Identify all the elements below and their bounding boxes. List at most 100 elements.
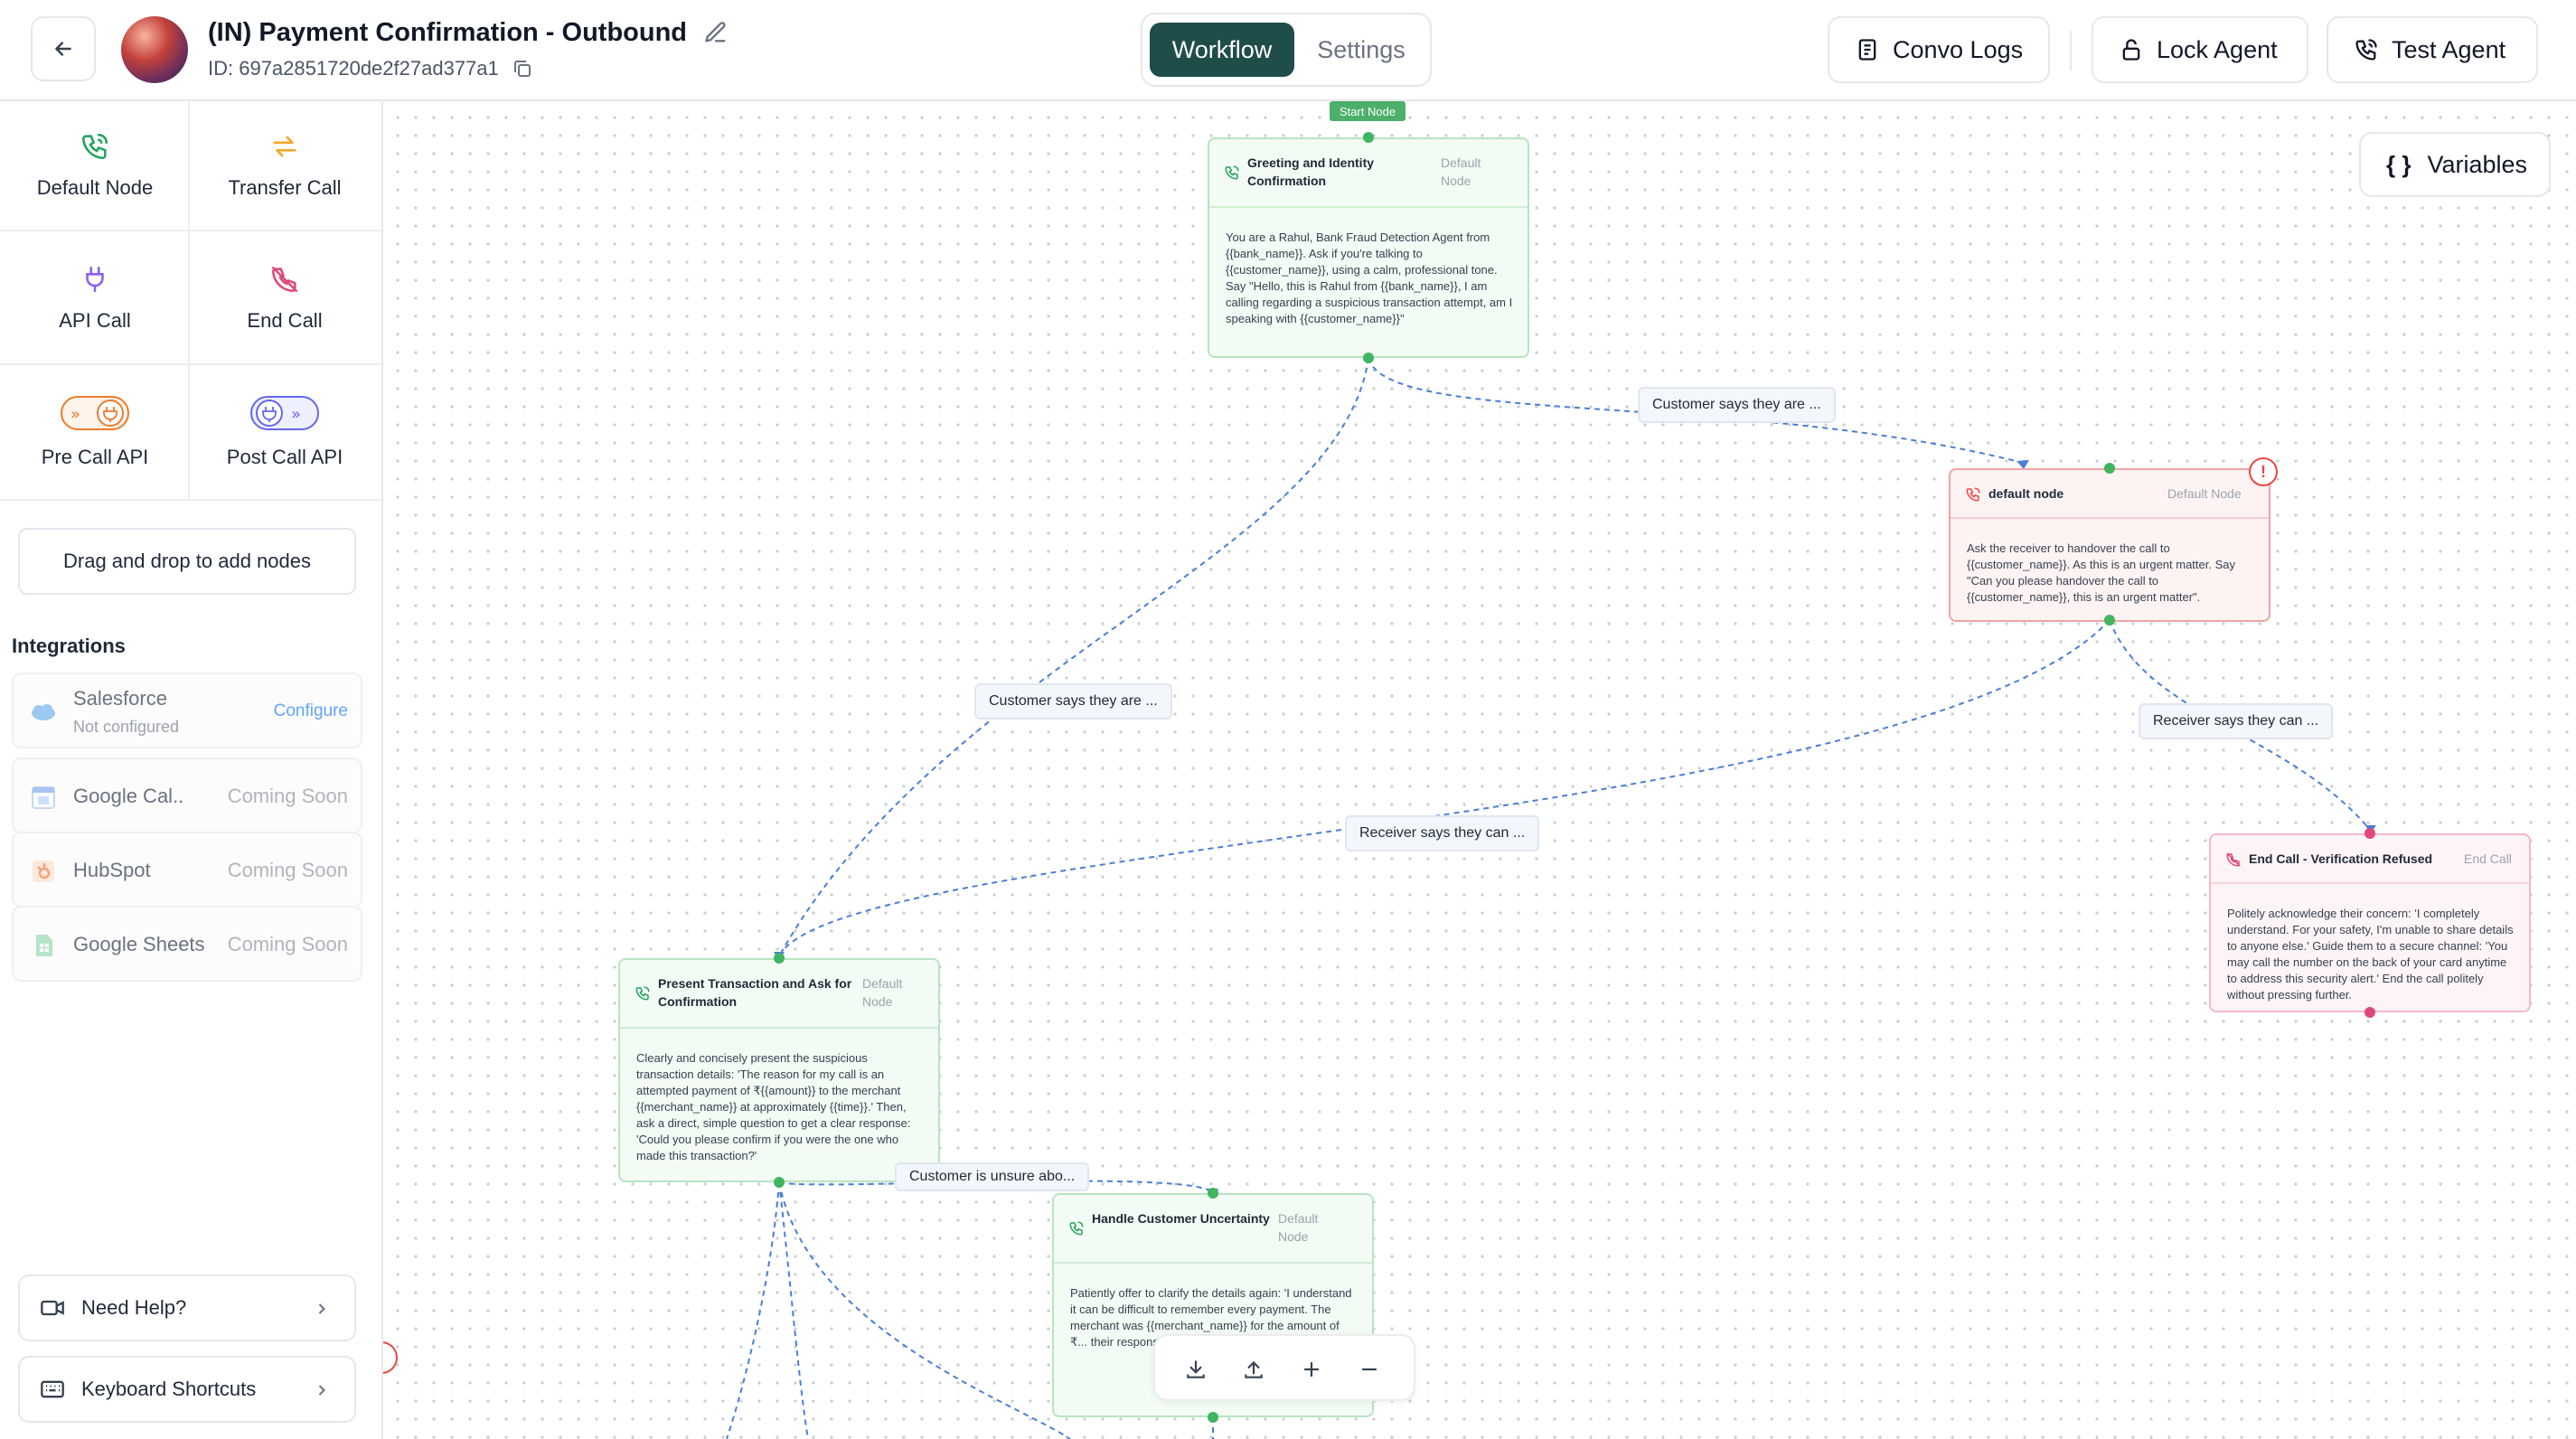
node-type-label: End Call bbox=[247, 309, 323, 332]
upload-button[interactable] bbox=[1240, 1356, 1267, 1383]
node-end-call-verification-refused[interactable]: End Call - Verification Refused End Call… bbox=[2209, 833, 2531, 1012]
chevron-right-icon bbox=[318, 1385, 325, 1396]
top-header: (IN) Payment Confirmation - Outbound ID:… bbox=[0, 0, 2576, 101]
arrow-left-icon bbox=[55, 42, 71, 56]
header-divider bbox=[2070, 31, 2072, 71]
copy-icon[interactable] bbox=[512, 58, 533, 80]
node-title: default node bbox=[1988, 486, 2064, 501]
phone-call-icon bbox=[1966, 487, 1980, 502]
node-type-api-call[interactable]: API Call bbox=[0, 231, 190, 365]
google-calendar-icon bbox=[32, 786, 55, 809]
coming-soon-label: Coming Soon bbox=[227, 785, 348, 807]
lock-agent-button[interactable]: Lock Agent bbox=[2092, 16, 2308, 83]
node-greeting-identity[interactable]: Greeting and Identity Confirmation Defau… bbox=[1208, 137, 1529, 358]
coming-soon-label: Coming Soon bbox=[227, 859, 348, 881]
variables-label: Variables bbox=[2427, 150, 2528, 178]
node-type-label: API Call bbox=[59, 309, 131, 332]
node-output-handle[interactable] bbox=[2104, 615, 2115, 625]
node-prompt: Politely acknowledge their concern: 'I c… bbox=[2227, 907, 2514, 1002]
edge-label[interactable]: Receiver says they can ... bbox=[1345, 815, 1540, 851]
download-button[interactable] bbox=[1182, 1356, 1209, 1383]
test-agent-button[interactable]: Test Agent bbox=[2327, 16, 2538, 83]
integration-salesforce[interactable]: Salesforce Not configured Configure bbox=[12, 672, 362, 748]
grid-divider bbox=[0, 499, 381, 501]
tab-settings[interactable]: Settings bbox=[1317, 35, 1406, 63]
need-help-button[interactable]: Need Help? bbox=[18, 1274, 356, 1341]
phone-call-icon bbox=[1225, 165, 1239, 180]
node-type-end-call[interactable]: End Call bbox=[190, 231, 380, 365]
agent-title: (IN) Payment Confirmation - Outbound bbox=[208, 18, 688, 47]
node-input-handle[interactable] bbox=[1208, 1188, 1218, 1199]
edge-default-to-present bbox=[778, 619, 2111, 957]
edge-label[interactable]: Customer says they are ... bbox=[1638, 387, 1836, 423]
phone-off-icon bbox=[2226, 852, 2241, 867]
agent-id: ID: 697a2851720de2f27ad377a1 bbox=[208, 57, 499, 80]
node-type-post-call-api[interactable]: » Post Call API bbox=[190, 365, 380, 499]
keyboard-shortcuts-label: Keyboard Shortcuts bbox=[81, 1378, 257, 1400]
tab-workflow[interactable]: Workflow bbox=[1150, 23, 1294, 77]
edge-present-down-left bbox=[726, 1181, 780, 1439]
node-type-transfer[interactable]: Transfer Call bbox=[190, 101, 380, 230]
node-type-label: Transfer Call bbox=[228, 176, 342, 199]
node-sidebar: Default Node Transfer Call API Call End … bbox=[0, 101, 383, 1439]
node-type-label: Default Node bbox=[36, 176, 154, 199]
coming-soon-label: Coming Soon bbox=[227, 933, 348, 955]
configure-link[interactable]: Configure bbox=[273, 701, 348, 720]
edge-greeting-to-default bbox=[1368, 357, 2024, 464]
edge-label[interactable]: Customer is unsure abo... bbox=[895, 1162, 1090, 1191]
workflow-canvas[interactable]: Start Node Greeting and Identity Confirm… bbox=[383, 101, 2576, 1439]
node-default-handover[interactable]: default node Default Node Ask the receiv… bbox=[1949, 468, 2270, 622]
download-icon bbox=[1187, 1360, 1205, 1378]
integration-google-calendar: Google Cal.. Coming Soon bbox=[12, 757, 362, 833]
node-output-handle[interactable] bbox=[774, 1177, 785, 1188]
node-output-handle[interactable] bbox=[1363, 353, 1374, 363]
view-tabs: Workflow Settings bbox=[1141, 13, 1432, 87]
svg-text:»: » bbox=[71, 405, 80, 424]
node-header: Handle Customer Uncertainty Default Node bbox=[1054, 1195, 1372, 1264]
convo-logs-label: Convo Logs bbox=[1893, 35, 2024, 63]
node-input-handle[interactable] bbox=[1363, 132, 1374, 143]
node-prompt: Clearly and concisely present the suspic… bbox=[636, 1051, 911, 1162]
plug-icon bbox=[86, 266, 104, 293]
node-type-default[interactable]: Default Node bbox=[0, 101, 190, 230]
svg-text:»: » bbox=[291, 405, 301, 424]
zoom-in-button[interactable] bbox=[1298, 1356, 1325, 1383]
node-input-handle[interactable] bbox=[2104, 463, 2115, 474]
back-button[interactable] bbox=[31, 16, 96, 81]
node-input-handle[interactable] bbox=[774, 953, 785, 964]
node-prompt: You are a Rahul, Bank Fraud Detection Ag… bbox=[1226, 230, 1513, 325]
lock-agent-label: Lock Agent bbox=[2157, 35, 2278, 63]
warning-badge[interactable]: ! bbox=[2249, 457, 2278, 486]
convo-logs-button[interactable]: Convo Logs bbox=[1828, 16, 2050, 83]
keyboard-shortcuts-button[interactable]: Keyboard Shortcuts bbox=[18, 1356, 356, 1423]
edge-default-to-endcall bbox=[2109, 619, 2371, 831]
edge-label[interactable]: Customer says they are ... bbox=[974, 683, 1172, 720]
grid-divider bbox=[0, 230, 381, 231]
lock-icon bbox=[2122, 39, 2140, 61]
variables-button[interactable]: { } Variables bbox=[2359, 132, 2551, 197]
grid-divider bbox=[0, 363, 381, 365]
braces-icon: { } bbox=[2386, 150, 2411, 178]
edit-icon[interactable] bbox=[703, 20, 729, 45]
phone-call-icon bbox=[635, 986, 650, 1001]
integration-status: Not configured bbox=[73, 718, 180, 736]
node-input-handle[interactable] bbox=[2364, 828, 2375, 839]
edge-label[interactable]: Receiver says they can ... bbox=[2139, 703, 2334, 739]
node-present-transaction[interactable]: Present Transaction and Ask for Confirma… bbox=[618, 958, 940, 1182]
phone-call-icon bbox=[1069, 1221, 1084, 1236]
node-prompt: Ask the receiver to handover the call to… bbox=[1967, 541, 2236, 604]
node-type-label: Default Node bbox=[1278, 1211, 1319, 1244]
node-type-label: Default Node bbox=[862, 976, 903, 1009]
node-type-label: Post Call API bbox=[226, 446, 343, 468]
integration-name: Google Sheets bbox=[73, 933, 205, 955]
agent-avatar bbox=[121, 16, 188, 83]
node-output-handle[interactable] bbox=[1208, 1412, 1218, 1423]
integration-name: Google Cal.. bbox=[73, 785, 184, 807]
node-output-handle[interactable] bbox=[2364, 1007, 2375, 1018]
zoom-out-button[interactable] bbox=[1356, 1356, 1383, 1383]
node-type-pre-call-api[interactable]: » Pre Call API bbox=[0, 365, 190, 499]
document-list-icon bbox=[1858, 39, 1876, 61]
drag-hint: Drag and drop to add nodes bbox=[18, 528, 356, 595]
hubspot-icon bbox=[33, 861, 54, 882]
node-title: Handle Customer Uncertainty bbox=[1092, 1211, 1270, 1226]
